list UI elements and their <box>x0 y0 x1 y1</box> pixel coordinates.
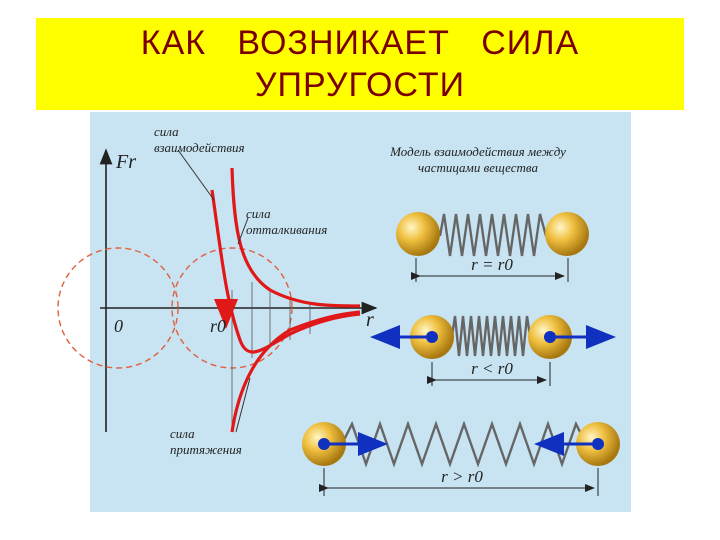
graph-grid-lines <box>231 282 311 432</box>
title-line-2: УПРУГОСТИ <box>254 66 466 104</box>
origin-label: 0 <box>114 316 123 336</box>
attraction-force-curve <box>230 310 361 433</box>
title-banner: КАК ВОЗНИКАЕТ СИЛА УПРУГОСТИ <box>36 18 684 110</box>
attraction-force-label-2: притяжения <box>170 442 242 457</box>
label-pointer-lines <box>177 149 251 433</box>
model-caption-2: частицами вещества <box>418 160 538 175</box>
graph-axes <box>99 148 378 432</box>
r0-label: r0 <box>210 316 226 336</box>
x-axis-label: r <box>366 309 374 331</box>
case-less-label: r < r0 <box>471 359 513 378</box>
model-case-less: r < r0 <box>370 315 616 386</box>
force-curves <box>210 167 361 433</box>
model-caption-1: Модель взаимодействия между <box>389 144 566 159</box>
case-equal-label: r = r0 <box>471 255 513 274</box>
interaction-force-label-2: взаимодействия <box>154 140 245 155</box>
particle-ball <box>545 212 589 256</box>
interaction-force-curve <box>210 189 361 354</box>
particle-ball <box>396 212 440 256</box>
spring-stretched <box>340 420 588 468</box>
spring-equal <box>438 213 548 257</box>
model-case-equal: r = r0 <box>396 212 589 282</box>
spring-compressed <box>450 315 532 357</box>
interaction-force-label-1: сила <box>154 124 179 139</box>
attraction-force-label-1: сила <box>170 426 195 441</box>
case-greater-label: r > r0 <box>441 467 483 486</box>
repulsion-force-curve <box>230 167 361 308</box>
repulsion-force-label-1: сила <box>246 206 271 221</box>
y-axis-label: Fr <box>115 151 136 173</box>
repulsion-force-label-2: отталкивания <box>246 222 327 237</box>
model-case-greater: r > r0 <box>302 420 620 496</box>
title-line-1: КАК ВОЗНИКАЕТ СИЛА <box>140 24 580 62</box>
